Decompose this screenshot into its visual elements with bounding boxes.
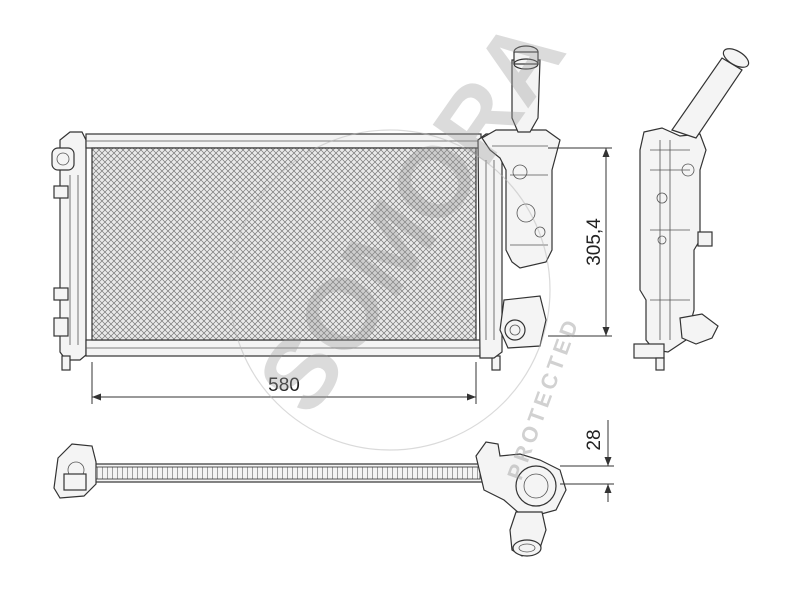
dimension-height: 305,4 — [548, 147, 612, 337]
dimension-height-label: 305,4 — [584, 218, 605, 266]
radiator-front-view — [51, 45, 561, 371]
radiator-side-view — [633, 48, 750, 371]
dimension-depth-label: 28 — [584, 429, 605, 450]
radiator-top-view — [53, 441, 567, 557]
dimension-depth: 28 — [560, 420, 614, 502]
dimension-width-label: 580 — [268, 375, 300, 396]
dimension-width: 580 — [91, 362, 477, 404]
